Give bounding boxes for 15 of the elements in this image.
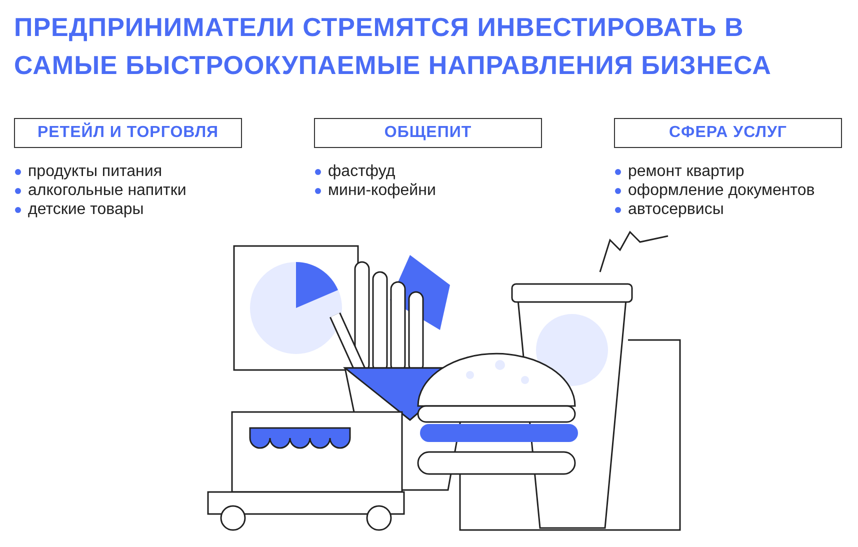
bullet-item: ремонт квартир	[614, 162, 815, 181]
title: ПРЕДПРИНИМАТЕЛИ СТРЕМЯТСЯ ИНВЕСТИРОВАТЬ В САМЫЕ БЫСТРООКУПАЕМЫЕ НАПРАВЛЕНИЯ БИЗНЕСА	[14, 11, 772, 82]
category-heading: РЕТЕЙЛ И ТОРГОВЛЯ	[37, 124, 219, 142]
category-box	[614, 118, 842, 148]
bullet-item: оформление документов	[614, 181, 815, 200]
category-box	[314, 118, 542, 148]
category-heading: ОБЩЕПИТ	[384, 124, 472, 142]
bullet-item: алкогольные напитки	[14, 181, 186, 200]
bullet-item: автосервисы	[614, 200, 815, 219]
category-box	[14, 118, 242, 148]
bullet-item: фастфуд	[314, 162, 436, 181]
category-heading: СФЕРА УСЛУГ	[668, 124, 787, 142]
bullet-item: детские товары	[14, 200, 186, 219]
bullet-item: мини-кофейни	[314, 181, 436, 200]
bullet-item: продукты питания	[14, 162, 186, 181]
